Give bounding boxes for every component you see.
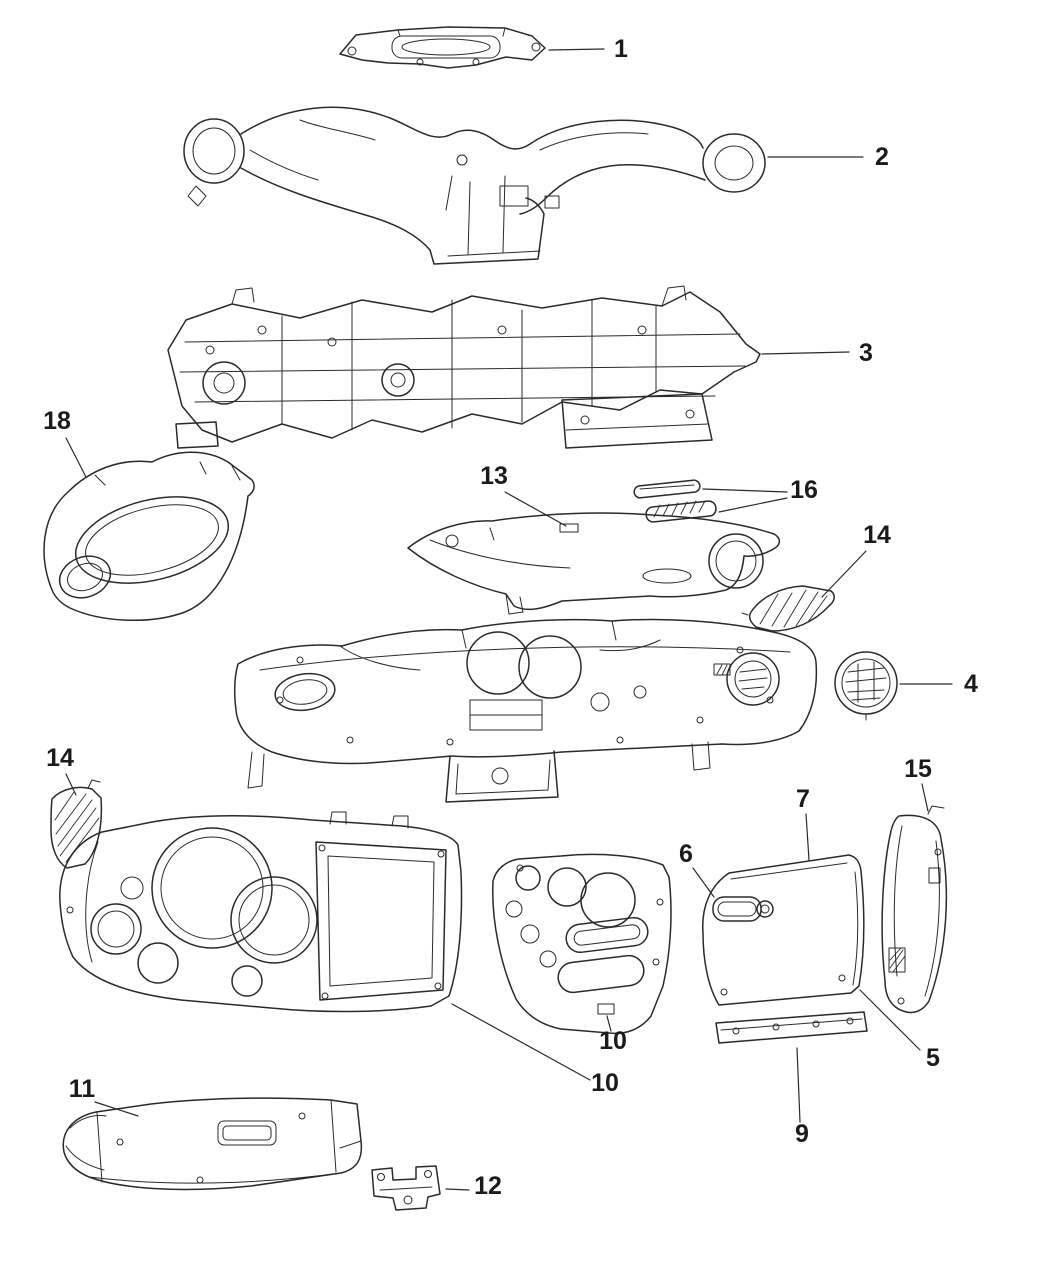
part-10-center-stack-bezel <box>491 853 672 1035</box>
callout-label-18: 18 <box>43 407 71 435</box>
callout-10-b: 10 <box>451 1003 619 1097</box>
callout-16-leader-a <box>702 488 788 493</box>
part-1-top-cover <box>339 26 546 69</box>
part-4-air-outlet <box>834 651 898 721</box>
callout-label-9: 9 <box>795 1120 809 1148</box>
callout-label-13: 13 <box>480 462 508 490</box>
part-2-air-distribution-ducts <box>183 106 766 265</box>
callout-5: 5 <box>859 989 940 1072</box>
callout-6: 6 <box>679 840 715 898</box>
part-18-cluster-hood <box>43 451 255 622</box>
callout-3: 3 <box>761 339 873 367</box>
callout-14-right-leader <box>821 550 867 598</box>
callout-12-leader <box>445 1188 470 1191</box>
callout-12: 12 <box>445 1172 502 1200</box>
callouts: 1 2 3 18 13 16 14 4 <box>43 35 978 1200</box>
callout-6-leader <box>692 867 715 898</box>
callout-label-10-a: 10 <box>599 1027 627 1055</box>
callout-9-leader <box>796 1047 801 1123</box>
part-14-end-cap-right <box>741 585 835 632</box>
callout-label-14-right: 14 <box>863 521 891 549</box>
callout-13: 13 <box>480 462 567 527</box>
callout-9: 9 <box>795 1047 809 1148</box>
part-3-ip-reinforcement <box>167 285 761 449</box>
callout-2: 2 <box>767 143 889 171</box>
callout-label-11: 11 <box>69 1075 96 1103</box>
callout-5-leader <box>859 989 921 1051</box>
callout-label-3: 3 <box>859 339 873 367</box>
callout-3-leader <box>761 351 850 355</box>
callout-1-leader <box>548 48 605 51</box>
callout-label-6: 6 <box>679 840 693 868</box>
callout-label-14-left: 14 <box>46 744 74 772</box>
callout-label-4: 4 <box>964 670 978 698</box>
part-9-scuff-strip <box>715 1011 868 1044</box>
callout-14-left-leader <box>65 773 77 796</box>
callout-16-leader-b <box>718 497 788 513</box>
callout-13-leader <box>504 491 567 527</box>
callout-label-10-b: 10 <box>591 1069 619 1097</box>
callout-14-right: 14 <box>821 521 891 598</box>
part-glove-box-door <box>702 854 865 1006</box>
callout-18-leader <box>65 437 87 478</box>
callout-label-15: 15 <box>904 755 932 783</box>
callout-10-a-leader <box>606 1015 612 1032</box>
callout-4: 4 <box>899 670 978 698</box>
callout-7: 7 <box>796 785 810 861</box>
callout-label-2: 2 <box>875 143 889 171</box>
part-14-end-cap-left <box>50 779 103 869</box>
callout-11-leader <box>94 1101 139 1117</box>
callout-15-leader <box>921 783 929 812</box>
part-16-lens-set <box>633 479 717 523</box>
callout-label-12: 12 <box>474 1172 502 1200</box>
callout-label-16: 16 <box>790 476 818 504</box>
part-12-mounting-bracket <box>371 1165 441 1211</box>
part-15-end-panel-right <box>881 805 948 1014</box>
callout-label-7: 7 <box>796 785 810 813</box>
part-instrument-panel-base <box>233 618 818 803</box>
callout-label-1: 1 <box>614 35 628 63</box>
part-10-cluster-bezel <box>59 811 463 1013</box>
callout-11: 11 <box>69 1075 139 1117</box>
part-13-upper-trim-cover <box>407 512 781 615</box>
callout-1: 1 <box>548 35 628 63</box>
callout-18: 18 <box>43 407 87 478</box>
callout-15: 15 <box>904 755 932 812</box>
callout-10-b-leader <box>451 1003 591 1081</box>
callout-16: 16 <box>702 476 818 513</box>
callout-7-leader <box>805 813 810 861</box>
callout-label-5: 5 <box>926 1044 940 1072</box>
part-11-knee-bolster <box>62 1097 363 1191</box>
callout-14-left: 14 <box>46 744 77 796</box>
callout-10-a: 10 <box>599 1015 627 1055</box>
